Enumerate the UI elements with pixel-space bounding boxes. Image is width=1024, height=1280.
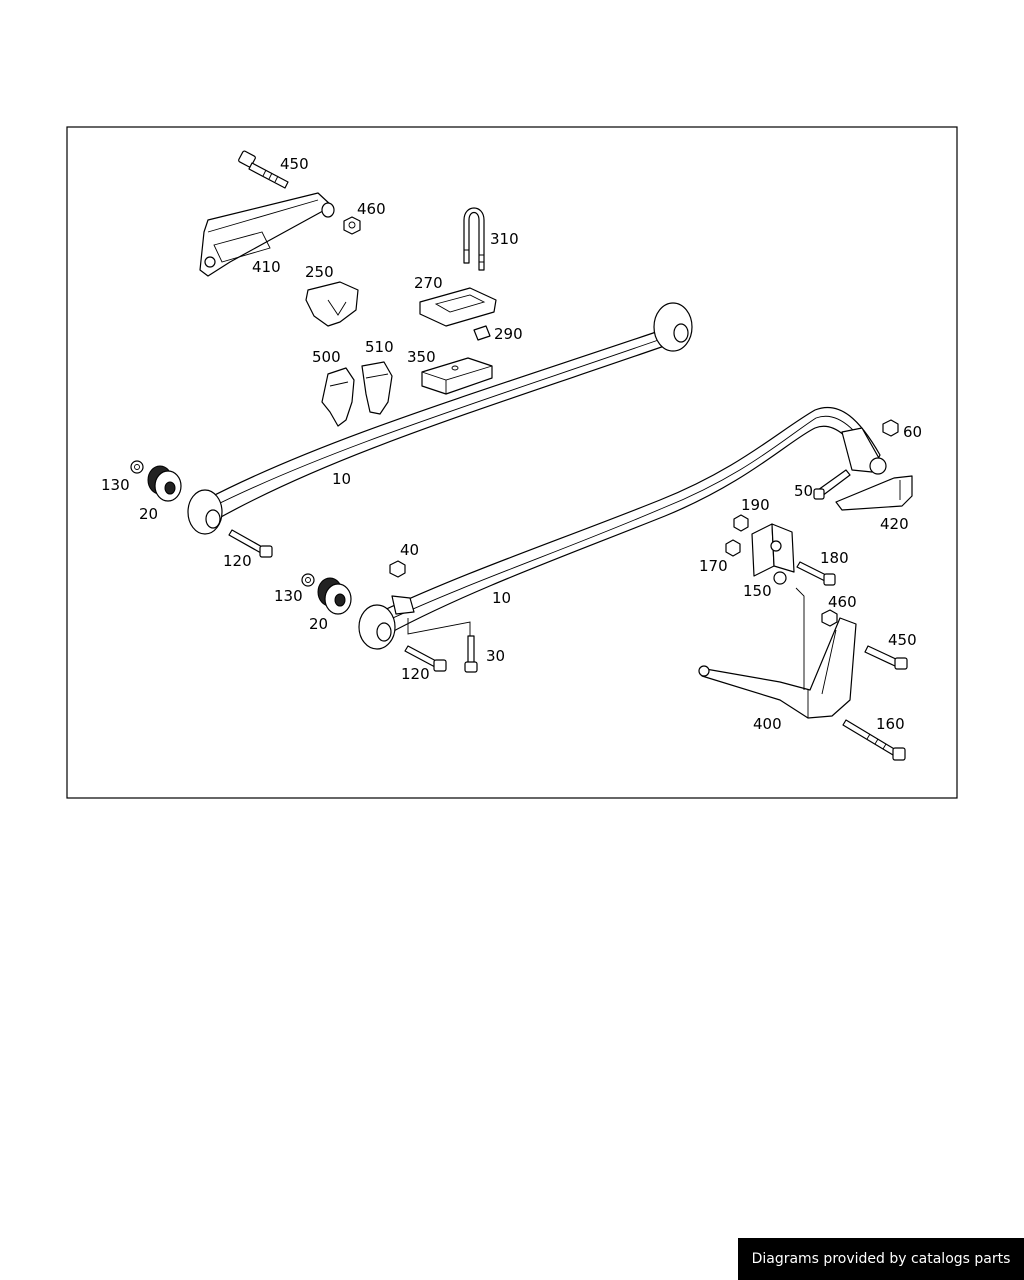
callout-250: 250	[305, 263, 334, 281]
callout-450-upper: 450	[280, 155, 309, 173]
bolt-450-lower	[864, 645, 908, 670]
callout-40: 40	[400, 541, 419, 559]
washer-130-upper	[130, 460, 144, 474]
bracket-500	[321, 367, 355, 427]
callout-270: 270	[414, 274, 443, 292]
leaf-spring-lower	[358, 406, 887, 650]
bolt-160	[842, 719, 906, 761]
footer-credit: Diagrams provided by catalogs parts	[738, 1238, 1024, 1280]
bracket-400	[698, 617, 857, 719]
leader-150-400	[795, 587, 805, 690]
bolt-120-lower	[404, 645, 447, 672]
nut-190	[733, 514, 749, 532]
washer-130-lower	[301, 573, 315, 587]
callout-290: 290	[494, 325, 523, 343]
bolt-180	[796, 561, 836, 586]
callout-130-lower: 130	[274, 587, 303, 605]
shackle-150	[751, 523, 795, 585]
nut-460-upper	[343, 216, 361, 235]
callout-20-upper: 20	[139, 505, 158, 523]
callout-190: 190	[741, 496, 770, 514]
callout-160: 160	[876, 715, 905, 733]
bolt-30	[464, 635, 478, 673]
callout-10-upper: 10	[332, 470, 351, 488]
callout-120-lower: 120	[401, 665, 430, 683]
nut-60	[882, 419, 899, 437]
callout-420: 420	[880, 515, 909, 533]
callout-310: 310	[490, 230, 519, 248]
callout-50: 50	[794, 482, 813, 500]
u-bolt-310	[463, 207, 485, 271]
callout-60: 60	[903, 423, 922, 441]
callout-510: 510	[365, 338, 394, 356]
callout-170: 170	[699, 557, 728, 575]
spring-pad-270	[419, 287, 497, 327]
callout-150: 150	[743, 582, 772, 600]
callout-460-lower: 460	[828, 593, 857, 611]
callout-10-lower: 10	[492, 589, 511, 607]
callout-130-upper: 130	[101, 476, 130, 494]
cap-290	[473, 325, 491, 341]
nut-170	[725, 539, 741, 557]
callout-180: 180	[820, 549, 849, 567]
callout-400: 400	[753, 715, 782, 733]
bump-stop-250	[305, 281, 359, 327]
diagram-frame	[66, 126, 958, 799]
callout-410: 410	[252, 258, 281, 276]
callout-460-upper: 460	[357, 200, 386, 218]
bracket-420	[835, 475, 913, 511]
bolt-120-upper	[228, 529, 273, 558]
bushing-20-lower	[317, 577, 352, 615]
leaf-spring-upper	[187, 302, 693, 535]
clamp-assembly	[391, 595, 471, 636]
nut-460-lower	[821, 609, 838, 627]
callout-450-lower: 450	[888, 631, 917, 649]
bolt-450-upper	[238, 150, 289, 189]
bushing-20-upper	[147, 465, 182, 502]
bracket-510	[361, 361, 393, 415]
nut-40	[389, 560, 406, 578]
callout-30: 30	[486, 647, 505, 665]
callout-120-upper: 120	[223, 552, 252, 570]
bracket-410	[199, 192, 335, 277]
callout-500: 500	[312, 348, 341, 366]
spacer-block-350	[421, 357, 493, 395]
callout-350: 350	[407, 348, 436, 366]
callout-20-lower: 20	[309, 615, 328, 633]
bolt-50	[813, 469, 851, 500]
